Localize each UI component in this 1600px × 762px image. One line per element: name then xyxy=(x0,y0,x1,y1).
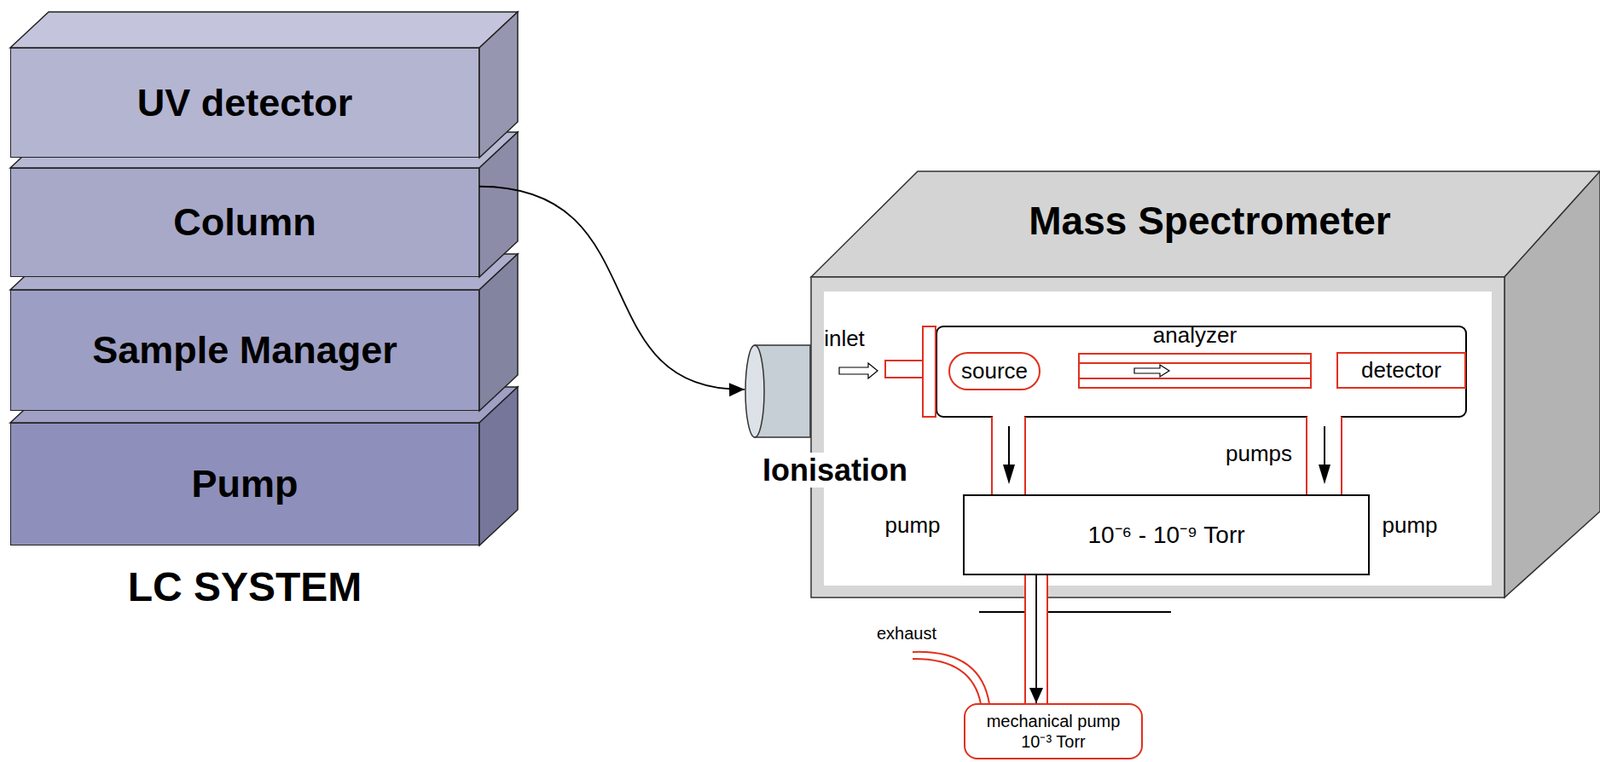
node-text: mechanical pump 10⁻³ Torr xyxy=(982,711,1125,753)
system-label: LC SYSTEM xyxy=(127,563,363,611)
lc-module: UV detector xyxy=(10,47,480,158)
node-text: 10⁻⁶ - 10⁻⁹ Torr xyxy=(1087,521,1245,551)
exhaust-label: exhaust xyxy=(876,624,937,644)
vacuum-system xyxy=(839,326,1467,705)
lc-stack-3d xyxy=(10,11,518,546)
lc-module: Pump xyxy=(10,423,480,546)
ion-source: source xyxy=(948,352,1041,391)
inlet-label: inlet xyxy=(823,325,865,353)
node-text: Column xyxy=(173,199,316,246)
node-text: Sample Manager xyxy=(92,327,398,374)
connector xyxy=(1029,575,1044,704)
housing-title: Mass Spectrometer xyxy=(1028,198,1391,244)
connector xyxy=(479,186,745,397)
vacuum-chamber: 10⁻⁶ - 10⁻⁹ Torr xyxy=(962,494,1370,576)
connector-line xyxy=(479,186,745,390)
pump-label: pump xyxy=(1381,512,1438,540)
mass-spectrometer: Mass Spectrometersourceanalyzerdetector1… xyxy=(811,277,1505,598)
pump-label: pump xyxy=(884,512,940,540)
connector-line xyxy=(1035,575,1038,704)
text-holder: analyzer xyxy=(1078,322,1312,349)
cylinder-symbol xyxy=(744,344,812,439)
mechanical-pump: mechanical pump 10⁻³ Torr xyxy=(963,703,1143,760)
mass-analyzer: analyzer xyxy=(1078,353,1312,389)
text-holder: Ionisation xyxy=(759,452,911,489)
node-text: source xyxy=(961,358,1028,385)
node-text: detector xyxy=(1361,357,1442,384)
node-text: UV detector xyxy=(137,80,354,127)
lc-module: Column xyxy=(10,168,480,278)
ion-detector: detector xyxy=(1336,352,1467,389)
ms-housing xyxy=(811,171,1600,598)
node-text: Pump xyxy=(191,461,298,508)
quadrupole-rails xyxy=(1078,353,1312,389)
node-text: Ionisation xyxy=(759,452,911,488)
node-text: analyzer xyxy=(1153,322,1237,348)
arrowhead xyxy=(729,382,745,397)
lc-module: Sample Manager xyxy=(10,289,480,412)
text-holder: Mass Spectrometer xyxy=(863,197,1557,245)
pumps-label: pumps xyxy=(1225,440,1293,468)
arrowhead xyxy=(1029,688,1044,704)
ionisation-source: Ionisation xyxy=(744,344,812,439)
